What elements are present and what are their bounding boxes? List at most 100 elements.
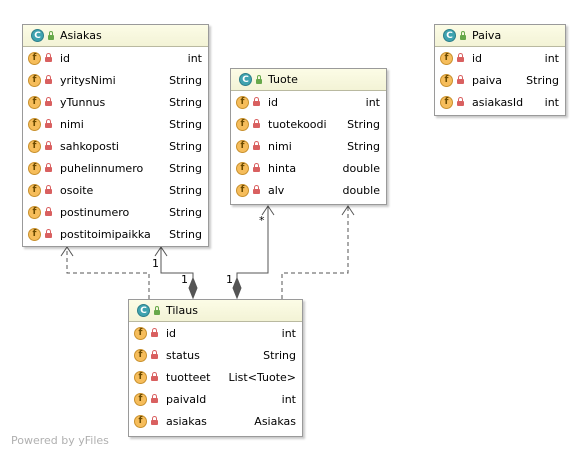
field-name: hinta xyxy=(268,161,297,175)
multiplicity-tuote-end: * xyxy=(259,214,265,227)
field-type: int xyxy=(281,326,296,340)
private-lock-icon xyxy=(45,141,53,151)
field-icon: f xyxy=(28,117,41,131)
field-icon: f xyxy=(134,326,147,340)
private-lock-icon xyxy=(253,97,261,107)
class-icon: C xyxy=(443,29,456,42)
field-type: double xyxy=(342,183,381,197)
field-type: String xyxy=(169,161,202,175)
private-lock-icon xyxy=(151,328,159,338)
field-name: tuotteet xyxy=(166,370,211,384)
field-icon: f xyxy=(440,73,453,87)
field-name: yritysNimi xyxy=(60,73,116,87)
field-icon: f xyxy=(28,183,41,197)
field-icon: f xyxy=(28,95,41,109)
multiplicity-asiakas-end: 1 xyxy=(152,257,159,270)
private-lock-icon xyxy=(151,350,159,360)
class-header: C Asiakas xyxy=(23,25,208,47)
field-type: String xyxy=(169,227,202,241)
field-name: sahkoposti xyxy=(60,139,119,153)
public-visibility-icon xyxy=(47,30,55,41)
field-icon: f xyxy=(236,95,249,109)
field-name: postinumero xyxy=(60,205,130,219)
field-type: Asiakas xyxy=(254,414,296,428)
field-name: status xyxy=(166,348,200,362)
private-lock-icon xyxy=(151,394,159,404)
private-lock-icon xyxy=(151,416,159,426)
field-name: asiakas xyxy=(166,414,207,428)
dependency-tilaus-asiakas xyxy=(66,247,150,299)
field-row[interactable]: f id int xyxy=(129,322,302,344)
field-name: nimi xyxy=(268,139,292,153)
footer-watermark: Powered by yFiles xyxy=(11,434,109,447)
field-type: String xyxy=(169,95,202,109)
field-type: String xyxy=(347,117,380,131)
field-name: asiakasId xyxy=(472,95,524,109)
field-icon: f xyxy=(236,117,249,131)
private-lock-icon xyxy=(253,119,261,129)
field-icon: f xyxy=(440,95,453,109)
private-lock-icon xyxy=(151,372,159,382)
field-icon: f xyxy=(28,73,41,87)
class-name: Tilaus xyxy=(166,304,198,317)
field-type: List<Tuote> xyxy=(228,370,297,384)
field-type: String xyxy=(169,205,202,219)
field-type: int xyxy=(365,95,380,109)
dependency-tilaus-tuote xyxy=(281,206,349,299)
private-lock-icon xyxy=(253,163,261,173)
class-icon: C xyxy=(31,29,44,42)
field-icon: f xyxy=(236,183,249,197)
multiplicity-tilaus-tuote-end: 1 xyxy=(226,273,233,286)
field-type: String xyxy=(169,73,202,87)
public-visibility-icon xyxy=(459,30,467,41)
field-row[interactable]: f yritysNimi String xyxy=(23,69,208,91)
class-header: C Paiva xyxy=(435,25,565,47)
field-name: osoite xyxy=(60,183,94,197)
field-icon: f xyxy=(134,370,147,384)
multiplicity-tilaus-asiakas-end: 1 xyxy=(181,273,188,286)
field-icon: f xyxy=(134,392,147,406)
private-lock-icon xyxy=(45,207,53,217)
private-lock-icon xyxy=(457,75,465,85)
field-name: nimi xyxy=(60,117,84,131)
private-lock-icon xyxy=(45,119,53,129)
class-name: Paiva xyxy=(472,29,502,42)
private-lock-icon xyxy=(253,141,261,151)
composition-diamond-tuote xyxy=(232,276,242,300)
field-type: double xyxy=(342,161,381,175)
field-row[interactable]: f tuotteet List<Tuote> xyxy=(129,366,302,388)
class-icon: C xyxy=(239,73,252,86)
association-tilaus-asiakas-arrowhead xyxy=(154,246,168,257)
field-row[interactable]: f tuotekoodi String xyxy=(231,113,386,135)
field-type: String xyxy=(169,139,202,153)
field-type: String xyxy=(526,73,559,87)
field-name: id xyxy=(166,326,177,340)
private-lock-icon xyxy=(45,185,53,195)
field-name: tuotekoodi xyxy=(268,117,327,131)
